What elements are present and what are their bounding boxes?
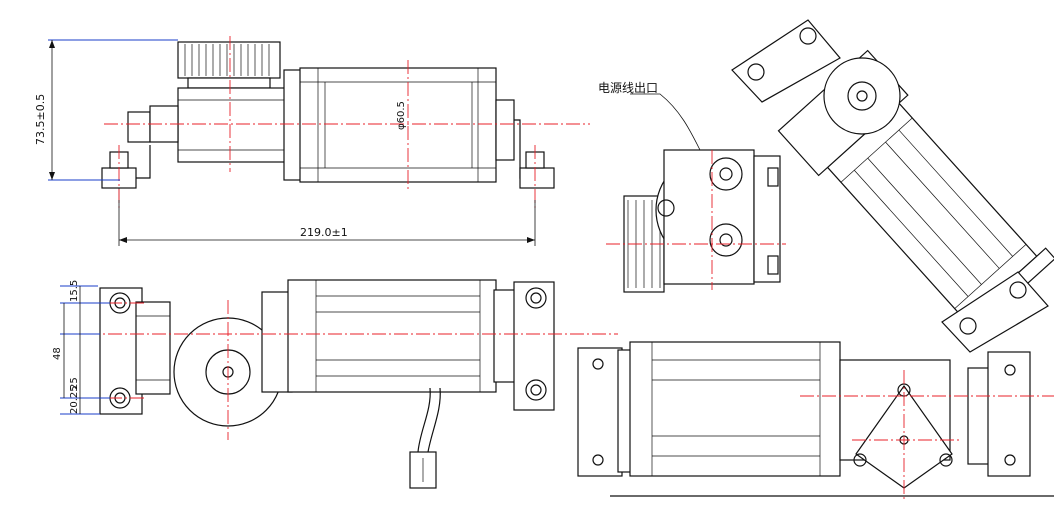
top-view: 73.5±0.5 φ60.5 219.0±1	[34, 36, 590, 246]
iso-pulley	[823, 57, 901, 135]
motor-body-plan	[287, 279, 497, 393]
br-right-plate	[987, 351, 1031, 477]
pulley-top	[177, 41, 281, 79]
br-left-plate	[577, 347, 623, 477]
pulley-hub-top	[187, 77, 271, 89]
iso-bracket-top	[731, 19, 841, 103]
dim-spacing-bottom-b: 25	[69, 377, 80, 390]
end-view: 电源线出口	[598, 81, 786, 293]
motor-body-top	[299, 67, 497, 183]
br-motor-body	[629, 341, 841, 477]
bracket-right-top	[519, 167, 555, 189]
bottom-right-view	[577, 341, 1054, 500]
plan-view: 15.5 48 25 20.25	[52, 279, 618, 489]
cable-outlet-label: 电源线出口	[598, 81, 658, 95]
dim-spacing-bottom-a: 20.25	[69, 385, 80, 414]
dim-spacing-mid: 48	[52, 347, 63, 360]
power-cable	[417, 387, 431, 453]
dim-height-label: 73.5±0.5	[34, 94, 47, 145]
dim-spacing-top: 15.5	[69, 280, 80, 302]
dim-diameter-label: φ60.5	[396, 101, 407, 130]
iso-bracket-bottom	[941, 271, 1049, 353]
right-mount-plate	[513, 281, 555, 411]
dim-length-label: 219.0±1	[300, 226, 348, 239]
end-cap-top	[495, 99, 515, 161]
gearbox-top	[177, 87, 289, 163]
